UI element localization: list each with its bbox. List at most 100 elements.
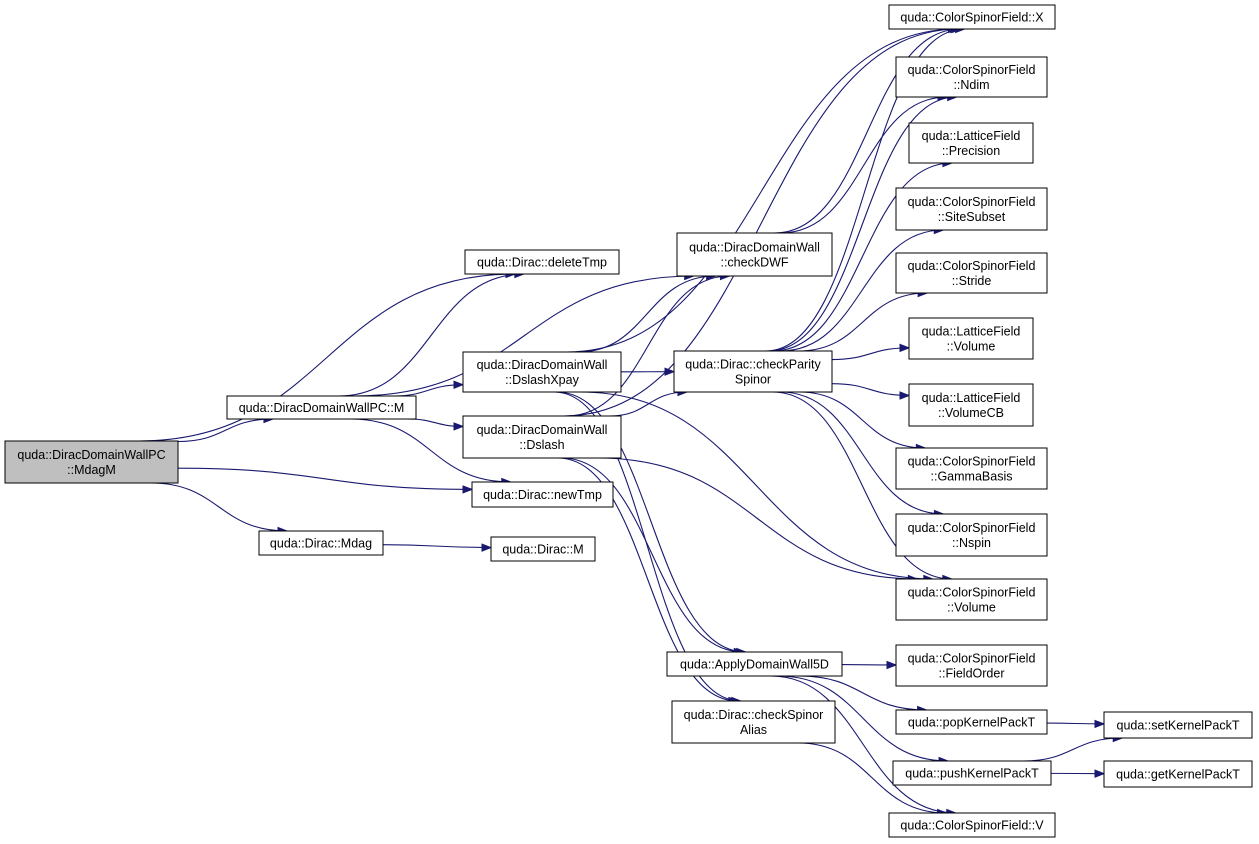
node-label: quda::ColorSpinorField::V: [900, 819, 1044, 833]
node-label: ::Precision: [942, 144, 1000, 158]
node-label: quda::Dirac::deleteTmp: [477, 256, 607, 270]
node-label: ::Volume: [947, 340, 996, 354]
node-box: [1103, 760, 1253, 788]
node-apply5d[interactable]: quda::ApplyDomainWall5D: [666, 651, 843, 677]
node-stride[interactable]: quda::ColorSpinorField::Stride: [895, 252, 1048, 294]
node-label: quda::popKernelPackT: [908, 716, 1036, 730]
node-popkernel[interactable]: quda::popKernelPackT: [895, 709, 1048, 735]
edge-checkparity-to-volumecb: [831, 383, 911, 400]
edge-mdagm-to-newtmp: [177, 467, 474, 494]
node-label: quda::LatticeField: [922, 325, 1021, 339]
edge-mdagm-to-mdag: [150, 482, 289, 536]
node-label: quda::ColorSpinorField: [908, 586, 1036, 600]
edge-dslash-to-csvolume: [597, 457, 919, 584]
node-box: [1103, 711, 1253, 739]
node-getkernel[interactable]: quda::getKernelPackT: [1103, 760, 1253, 788]
node-v[interactable]: quda::ColorSpinorField::V: [888, 812, 1056, 838]
node-csvolume[interactable]: quda::ColorSpinorField::Volume: [895, 578, 1048, 621]
node-precision[interactable]: quda::LatticeField::Precision: [908, 122, 1034, 164]
edge-pcm-to-dslash: [407, 418, 465, 431]
node-fieldorder[interactable]: quda::ColorSpinorField::FieldOrder: [895, 644, 1048, 687]
node-label: quda::Dirac::Mdag: [270, 537, 372, 551]
edge-checkparity-to-lvolume: [831, 343, 911, 361]
node-label: quda::ColorSpinorField: [908, 521, 1036, 535]
node-label: quda::DiracDomainWallPC::M: [239, 401, 405, 415]
node-dslashxpay[interactable]: quda::DiracDomainWall::DslashXpay: [462, 351, 622, 393]
node-label: quda::DiracDomainWall: [477, 423, 608, 437]
node-box: [895, 56, 1048, 98]
node-box: [462, 351, 622, 393]
node-label: ::Nspin: [952, 536, 991, 550]
node-diracm[interactable]: quda::Dirac::M: [490, 536, 596, 562]
node-box: [895, 447, 1048, 490]
node-setkernel[interactable]: quda::setKernelPackT: [1103, 711, 1253, 739]
node-box: [895, 644, 1048, 687]
edge-dslash-to-checkdwf: [566, 271, 731, 417]
node-deletetmp[interactable]: quda::Dirac::deleteTmp: [464, 249, 620, 275]
node-label: quda::LatticeField: [922, 391, 1021, 405]
node-box: [888, 812, 1056, 838]
node-label: ::VolumeCB: [938, 406, 1004, 420]
node-box: [666, 651, 843, 677]
node-sitesubset[interactable]: quda::ColorSpinorField::SiteSubset: [895, 187, 1048, 231]
node-label: quda::ColorSpinorField: [908, 63, 1036, 77]
edge-pcm-to-dslashxpay: [392, 380, 465, 397]
node-x[interactable]: quda::ColorSpinorField::X: [888, 4, 1056, 30]
node-label: quda::DiracDomainWallPC: [17, 448, 165, 462]
node-gammabasis[interactable]: quda::ColorSpinorField::GammaBasis: [895, 447, 1048, 490]
node-label: quda::getKernelPackT: [1116, 768, 1240, 782]
node-label: ::checkDWF: [720, 256, 788, 270]
node-dslash[interactable]: quda::DiracDomainWall::Dslash: [462, 415, 622, 459]
node-box: [673, 350, 833, 393]
node-label: quda::ColorSpinorField: [908, 195, 1036, 209]
node-box: [908, 122, 1034, 164]
node-volumecb[interactable]: quda::LatticeField::VolumeCB: [908, 383, 1034, 427]
edge-apply5d-to-v: [770, 675, 958, 818]
node-box: [895, 709, 1048, 735]
node-mdag[interactable]: quda::Dirac::Mdag: [258, 530, 384, 556]
node-nspin[interactable]: quda::ColorSpinorField::Nspin: [895, 513, 1048, 557]
node-mdagm[interactable]: quda::DiracDomainWallPC::MdagM: [4, 440, 179, 484]
edge-checkparity-to-gammabasis: [799, 391, 927, 453]
node-label: quda::DiracDomainWall: [689, 241, 820, 255]
node-label: ::FieldOrder: [939, 667, 1005, 681]
node-pcm[interactable]: quda::DiracDomainWallPC::M: [226, 395, 417, 420]
node-label: quda::ColorSpinorField: [908, 259, 1036, 273]
node-label: quda::pushKernelPackT: [905, 767, 1039, 781]
node-newtmp[interactable]: quda::Dirac::newTmp: [471, 481, 614, 508]
node-label: quda::DiracDomainWall: [477, 358, 608, 372]
node-pushkernel[interactable]: quda::pushKernelPackT: [892, 760, 1052, 786]
node-box: [676, 232, 833, 277]
node-box: [892, 760, 1052, 786]
node-label: ::MdagM: [67, 463, 116, 477]
node-box: [895, 187, 1048, 231]
node-label: quda::Dirac::checkSpinor: [684, 708, 824, 722]
node-box: [908, 383, 1034, 427]
node-label: Alias: [740, 723, 767, 737]
node-label: ::DslashXpay: [505, 373, 579, 387]
node-label: quda::ColorSpinorField: [908, 455, 1036, 469]
node-label: quda::setKernelPackT: [1117, 719, 1240, 733]
nodes-layer: quda::DiracDomainWallPC::MdagMquda::Dira…: [4, 4, 1253, 838]
node-label: ::GammaBasis: [931, 470, 1013, 484]
node-box: [895, 513, 1048, 557]
node-box: [471, 481, 614, 508]
node-box: [895, 252, 1048, 294]
node-checkdwf[interactable]: quda::DiracDomainWall::checkDWF: [676, 232, 833, 277]
node-ndim[interactable]: quda::ColorSpinorField::Ndim: [895, 56, 1048, 98]
edge-mdag-to-diracm: [382, 543, 493, 552]
node-box: [464, 249, 620, 275]
node-label: quda::Dirac::checkParity: [685, 358, 821, 372]
node-label: ::Ndim: [953, 78, 989, 92]
node-label: quda::ColorSpinorField: [908, 652, 1036, 666]
node-label: quda::Dirac::newTmp: [483, 488, 602, 502]
node-label: ::SiteSubset: [938, 210, 1006, 224]
node-lvolume[interactable]: quda::LatticeField::Volume: [908, 317, 1034, 360]
node-box: [4, 440, 179, 484]
node-label: quda::ApplyDomainWall5D: [680, 658, 829, 672]
node-box: [226, 395, 417, 420]
edge-pushkernel-to-getkernel: [1050, 769, 1106, 778]
